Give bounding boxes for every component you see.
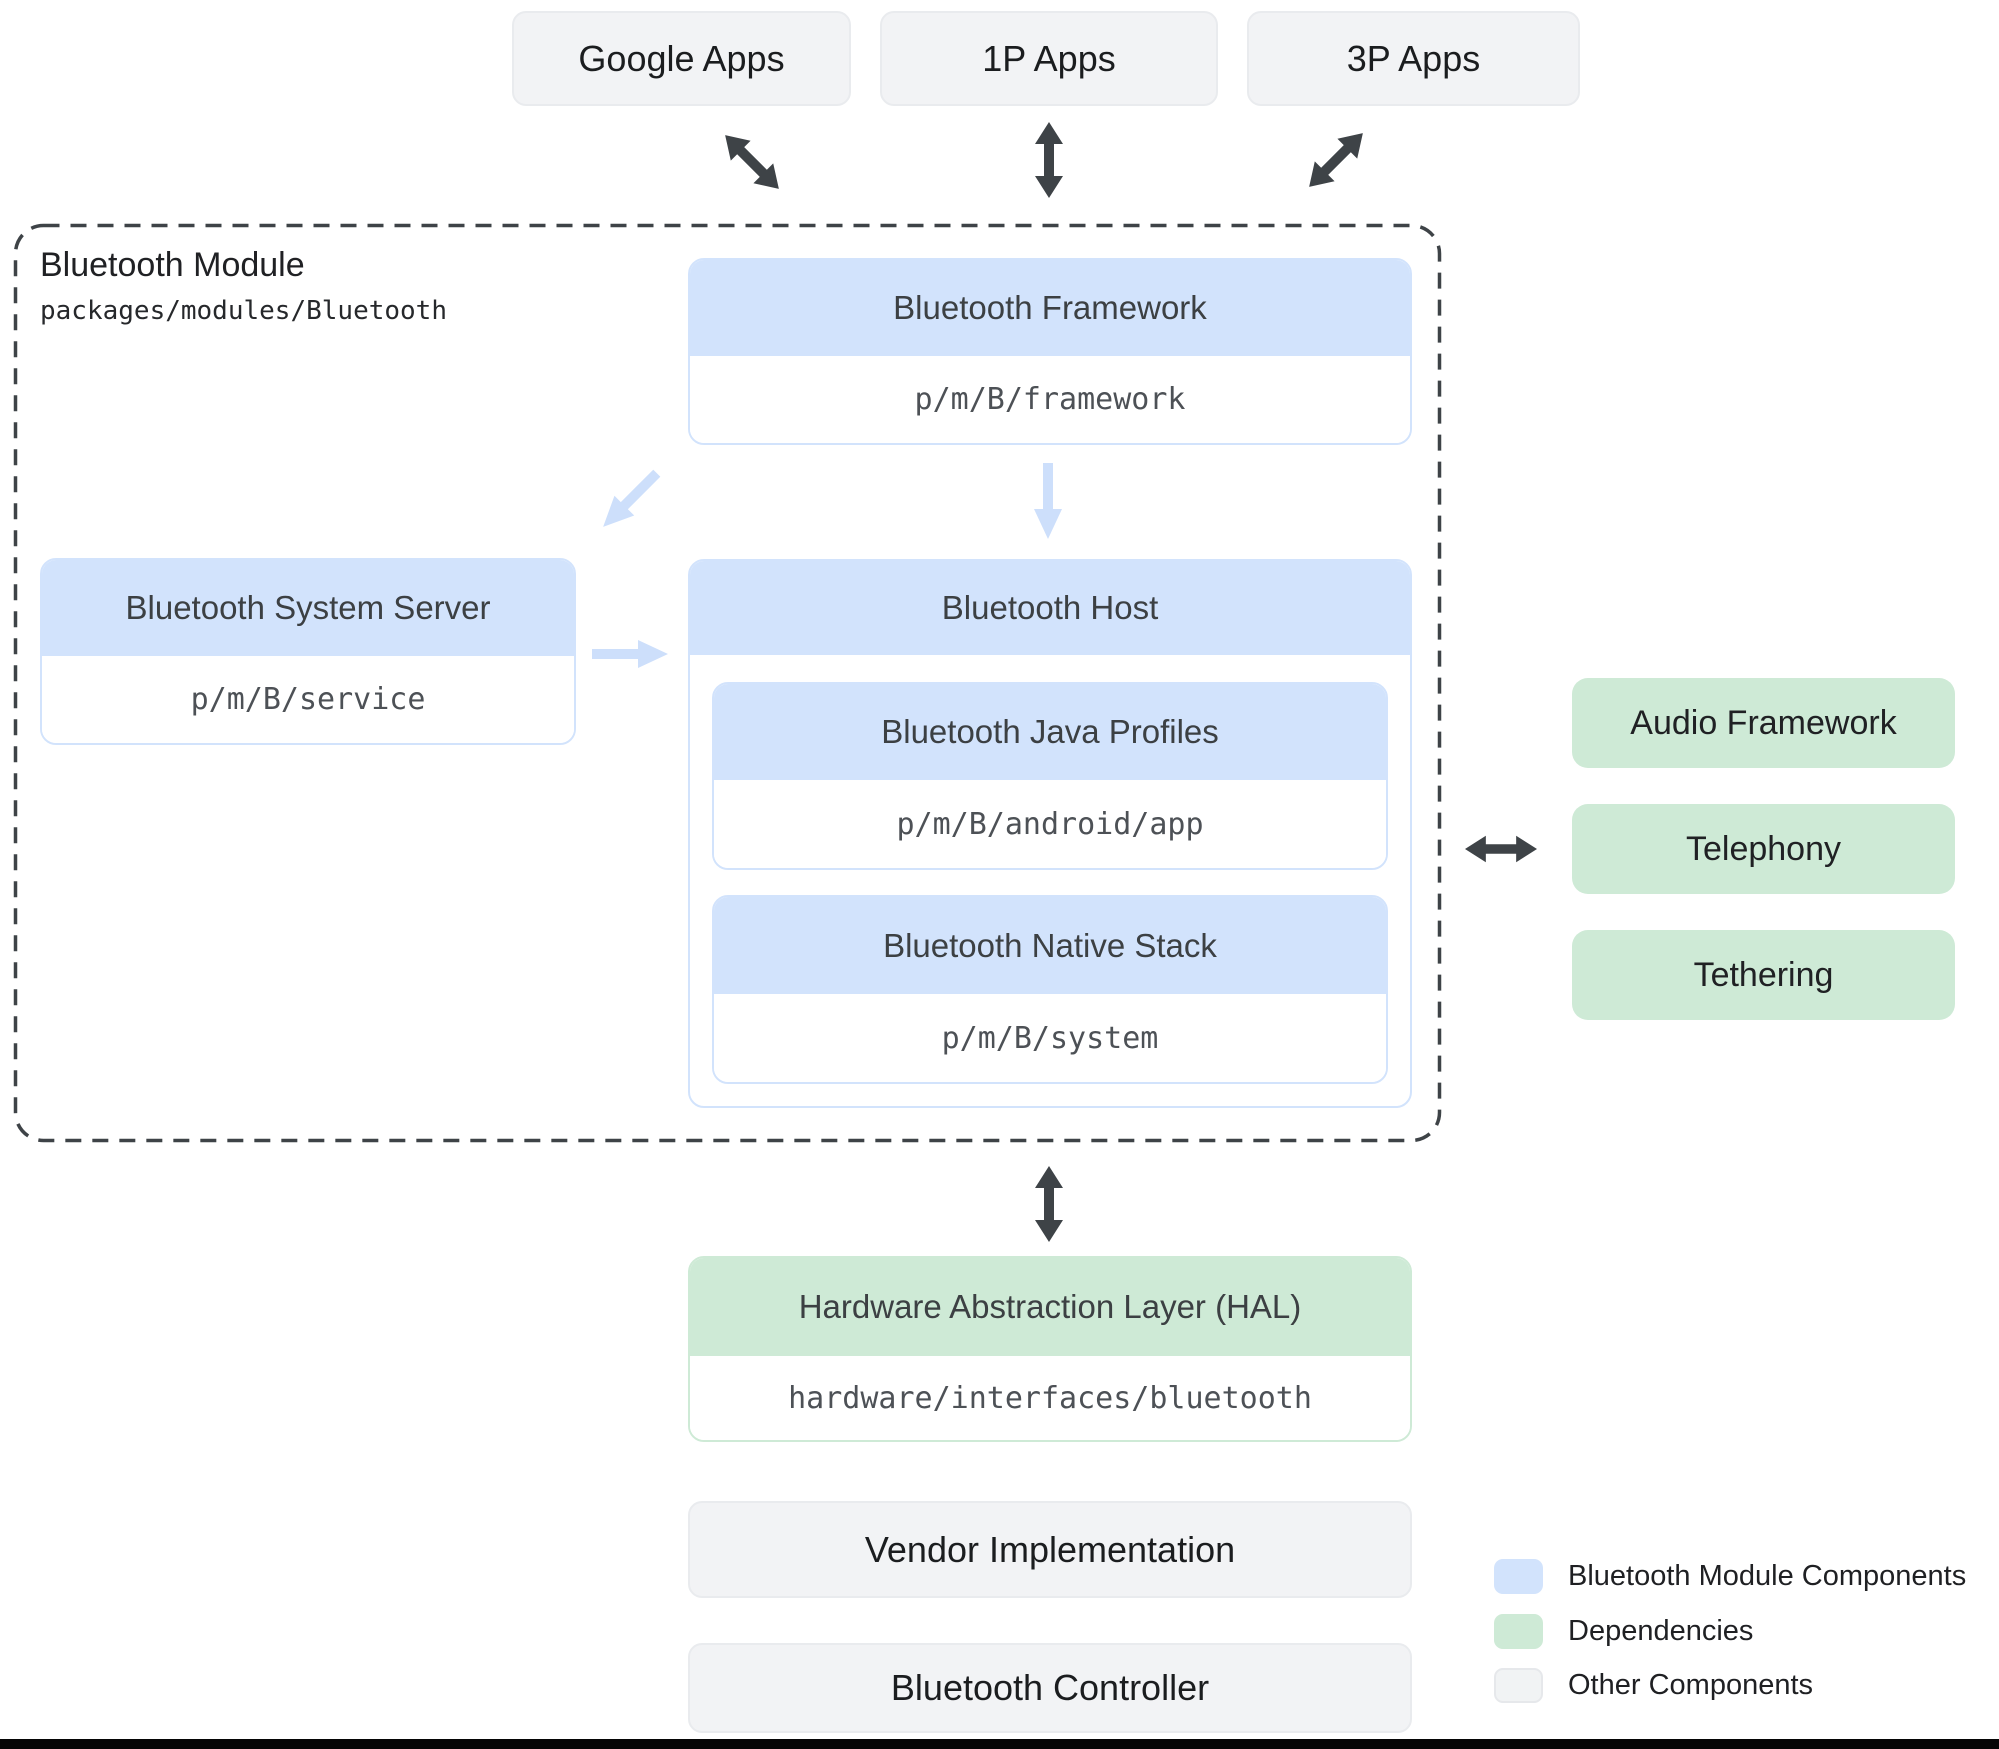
hal-path: hardware/interfaces/bluetooth — [690, 1356, 1410, 1440]
bluetooth-controller-box: Bluetooth Controller — [688, 1643, 1412, 1733]
hal-box: Hardware Abstraction Layer (HAL) hardwar… — [688, 1256, 1412, 1442]
legend-item-other-components: Other Components — [1494, 1668, 1813, 1703]
tethering-label: Tethering — [1693, 955, 1834, 994]
bluetooth-java-profiles-box: Bluetooth Java Profiles p/m/B/android/ap… — [712, 682, 1388, 870]
telephony-label: Telephony — [1685, 829, 1841, 868]
bluetooth-native-stack-title: Bluetooth Native Stack — [714, 897, 1386, 994]
legend-item-module-components: Bluetooth Module Components — [1494, 1559, 1966, 1594]
framework-to-system-server-arrow-icon — [592, 462, 668, 538]
bottom-bar — [0, 1739, 1999, 1749]
google-apps-bidirectional-arrow-icon — [714, 124, 790, 200]
bluetooth-module-boundary — [13, 223, 1442, 1143]
legend-label-module-components: Bluetooth Module Components — [1568, 1560, 1967, 1592]
bluetooth-native-stack-path: p/m/B/system — [714, 994, 1386, 1082]
legend-label-dependencies: Dependencies — [1568, 1615, 1754, 1647]
system-server-to-host-arrow-icon — [592, 638, 668, 670]
3p-apps-box: 3P Apps — [1247, 11, 1580, 106]
1p-apps-box: 1P Apps — [880, 11, 1218, 106]
module-title: Bluetooth Module — [40, 246, 305, 284]
1p-apps-bidirectional-arrow-icon — [1033, 122, 1065, 198]
bluetooth-framework-title: Bluetooth Framework — [690, 260, 1410, 356]
bluetooth-system-server-box: Bluetooth System Server p/m/B/service — [40, 558, 576, 745]
bluetooth-native-stack-box: Bluetooth Native Stack p/m/B/system — [712, 895, 1388, 1084]
bluetooth-system-server-path: p/m/B/service — [42, 656, 574, 743]
module-dependencies-bidirectional-arrow-icon — [1465, 833, 1537, 865]
module-hal-bidirectional-arrow-icon — [1033, 1166, 1065, 1242]
framework-to-host-arrow-icon — [1032, 463, 1064, 539]
bluetooth-system-server-title: Bluetooth System Server — [42, 560, 574, 656]
bluetooth-framework-path: p/m/B/framework — [690, 356, 1410, 443]
telephony-box: Telephony — [1572, 804, 1955, 894]
3p-apps-bidirectional-arrow-icon — [1298, 122, 1374, 198]
legend-label-other-components: Other Components — [1568, 1669, 1814, 1701]
bluetooth-java-profiles-path: p/m/B/android/app — [714, 780, 1386, 868]
google-apps-label: Google Apps — [578, 37, 785, 79]
bluetooth-host-title: Bluetooth Host — [690, 561, 1410, 655]
bluetooth-controller-label: Bluetooth Controller — [890, 1667, 1210, 1708]
legend-swatch-gray — [1494, 1668, 1543, 1703]
1p-apps-label: 1P Apps — [982, 37, 1116, 79]
hal-title: Hardware Abstraction Layer (HAL) — [690, 1258, 1410, 1356]
tethering-box: Tethering — [1572, 930, 1955, 1020]
bluetooth-framework-box: Bluetooth Framework p/m/B/framework — [688, 258, 1412, 445]
module-path: packages/modules/Bluetooth — [40, 296, 447, 326]
audio-framework-label: Audio Framework — [1630, 703, 1897, 742]
google-apps-box: Google Apps — [512, 11, 851, 106]
audio-framework-box: Audio Framework — [1572, 678, 1955, 768]
legend-swatch-green — [1494, 1614, 1543, 1649]
3p-apps-label: 3P Apps — [1346, 37, 1481, 79]
vendor-implementation-label: Vendor Implementation — [864, 1528, 1236, 1570]
vendor-implementation-box: Vendor Implementation — [688, 1501, 1412, 1598]
bluetooth-java-profiles-title: Bluetooth Java Profiles — [714, 684, 1386, 780]
legend-item-dependencies: Dependencies — [1494, 1614, 1753, 1649]
legend-swatch-blue — [1494, 1559, 1543, 1594]
